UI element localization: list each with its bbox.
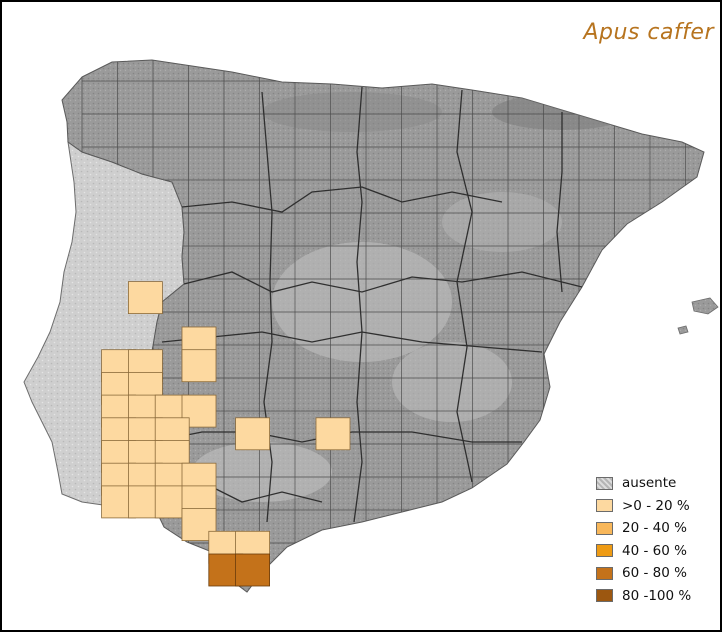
legend-label: >0 - 20 % (622, 497, 690, 514)
presence-cell (235, 553, 271, 587)
legend: ausente >0 - 20 % 20 - 40 % 40 - 60 % 60 - 8… (596, 472, 691, 607)
legend-swatch (596, 476, 613, 490)
legend-item: 80 -100 % (596, 585, 691, 608)
legend-swatch (596, 499, 613, 513)
legend-swatch (596, 521, 613, 535)
presence-cell (235, 417, 271, 451)
legend-item: 40 - 60 % (596, 540, 691, 563)
legend-label: 40 - 60 % (622, 542, 687, 559)
legend-item: >0 - 20 % (596, 495, 691, 518)
presence-cell (128, 281, 163, 315)
legend-label: 80 -100 % (622, 587, 692, 604)
legend-item: 20 - 40 % (596, 517, 691, 540)
legend-swatch (596, 589, 613, 603)
species-title: Apus caffer (583, 20, 714, 45)
legend-label: 20 - 40 % (622, 520, 687, 537)
presence-cells (101, 281, 351, 587)
legend-item: 60 - 80 % (596, 562, 691, 585)
legend-label: 60 - 80 % (622, 565, 687, 582)
legend-label: ausente (622, 475, 677, 492)
legend-item: ausente (596, 472, 691, 495)
legend-swatch (596, 566, 613, 580)
presence-cell (181, 349, 217, 383)
balearic-islands (677, 297, 719, 335)
legend-swatch (596, 544, 613, 558)
presence-cell (315, 417, 351, 451)
